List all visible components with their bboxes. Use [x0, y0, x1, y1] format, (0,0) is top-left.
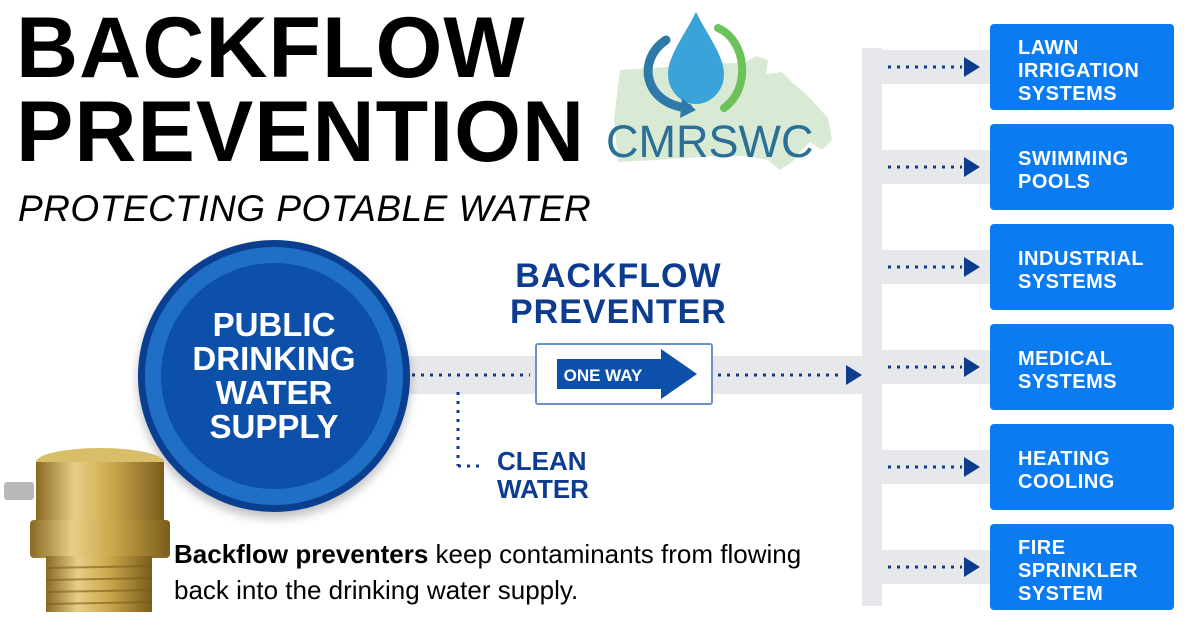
destination-line: INDUSTRIAL [1018, 248, 1145, 270]
one-way-sign: ONE WAY [535, 343, 713, 405]
destination-line: POOLS [1018, 171, 1091, 193]
backflow-preventer-label: BACKFLOW PREVENTER [510, 258, 727, 330]
clean-water-line: CLEAN [497, 446, 587, 476]
subtitle: PROTECTING POTABLE WATER [18, 188, 592, 229]
source-label-line: PUBLIC [212, 306, 336, 343]
destination-line: SWIMMING [1018, 148, 1129, 170]
flow-arrow-icon [964, 557, 980, 577]
clean-water-line: WATER [497, 474, 589, 504]
flow-arrow-icon [964, 157, 980, 177]
flow-arrow-icon [964, 357, 980, 377]
destination-line: SYSTEM [1018, 582, 1104, 605]
flow-arrow-icon [964, 457, 980, 477]
one-way-arrow-icon: ONE WAY [557, 349, 697, 399]
caption: Backflow preventers keep contaminants fr… [174, 536, 854, 608]
destination-line: IRRIGATION [1018, 59, 1140, 82]
destination-medical-systems: MEDICAL SYSTEMS [990, 324, 1174, 410]
preventer-line: BACKFLOW [515, 257, 722, 295]
destination-line: SYSTEMS [1018, 82, 1118, 105]
flow-arrow-icon [846, 365, 862, 385]
destination-industrial-systems: INDUSTRIAL SYSTEMS [990, 224, 1174, 310]
flow-arrow-icon [964, 257, 980, 277]
caption-rest: keep contaminants from flowing back into… [174, 539, 802, 605]
destination-line: SPRINKLER [1018, 559, 1139, 582]
water-drop-icon [668, 12, 724, 104]
caption-bold: Backflow preventers [174, 539, 429, 569]
destination-line: MEDICAL [1018, 348, 1113, 370]
cmrswc-logo: CMRSWC [596, 0, 836, 195]
public-water-supply-circle: PUBLIC DRINKING WATER SUPPLY [138, 240, 410, 512]
destination-line: COOLING [1018, 471, 1115, 493]
title-line-1: BACKFLOW [16, 0, 526, 96]
one-way-text: ONE WAY [564, 366, 643, 385]
logo-wordmark: CMRSWC [606, 116, 814, 167]
destination-heating-cooling: HEATING COOLING [990, 424, 1174, 510]
preventer-line: PREVENTER [510, 293, 727, 331]
title-line-2: PREVENTION [16, 84, 586, 180]
source-label-line: DRINKING [192, 340, 356, 377]
destination-line: SYSTEMS [1018, 371, 1118, 393]
destination-line: SYSTEMS [1018, 271, 1118, 293]
destination-fire-sprinkler: FIRE SPRINKLER SYSTEM [990, 524, 1174, 610]
destination-line: FIRE [1018, 536, 1066, 559]
source-label-line: SUPPLY [209, 408, 339, 445]
destination-line: LAWN [1018, 36, 1079, 59]
flow-arrow-icon [964, 57, 980, 77]
source-label-line: WATER [215, 374, 333, 411]
destination-swimming-pools: SWIMMING POOLS [990, 124, 1174, 210]
clean-water-label: CLEAN WATER [497, 447, 589, 503]
destination-lawn-irrigation: LAWN IRRIGATION SYSTEMS [990, 24, 1174, 110]
massachusetts-map-icon [614, 12, 832, 170]
destination-line: HEATING [1018, 448, 1111, 470]
manifold-pipe [862, 48, 882, 606]
